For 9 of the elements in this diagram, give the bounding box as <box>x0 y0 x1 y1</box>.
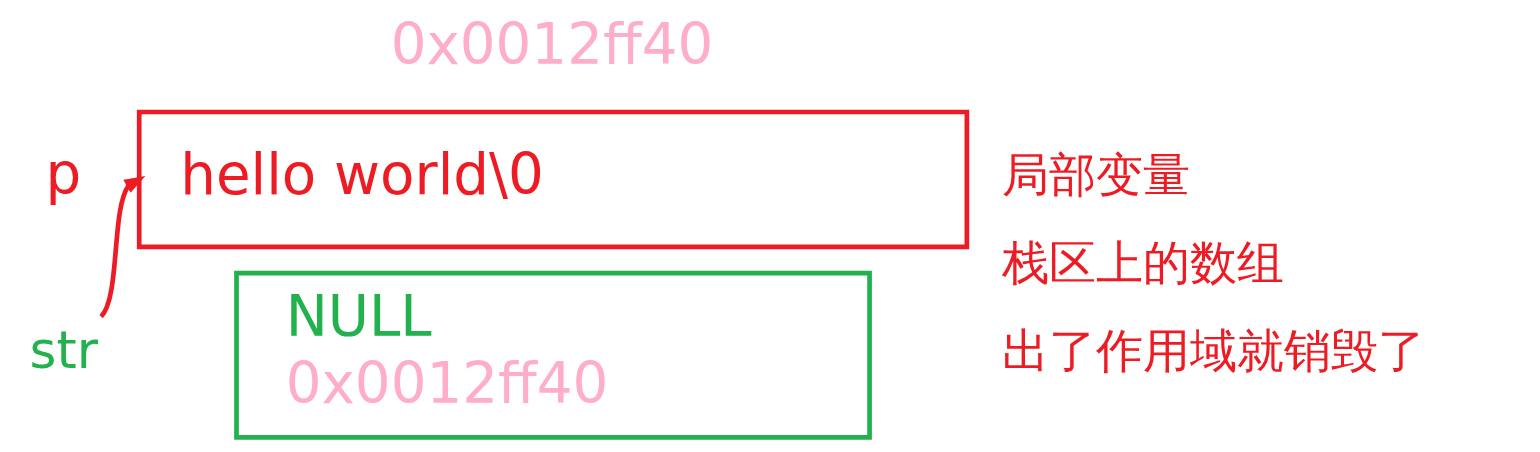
arrow <box>98 175 145 318</box>
label: 出了作用域就销毁了 <box>1001 322 1425 378</box>
node-box: NULL 0x0012ff40 <box>233 270 872 440</box>
node-label: p <box>44 141 81 207</box>
node-box: hello world\0 <box>136 109 969 250</box>
node-text: str <box>29 320 98 381</box>
node-label: 0x0012ff40 <box>390 12 713 78</box>
label: 栈区上的数组 <box>1001 235 1284 291</box>
label: 局部变量 <box>1001 147 1190 203</box>
